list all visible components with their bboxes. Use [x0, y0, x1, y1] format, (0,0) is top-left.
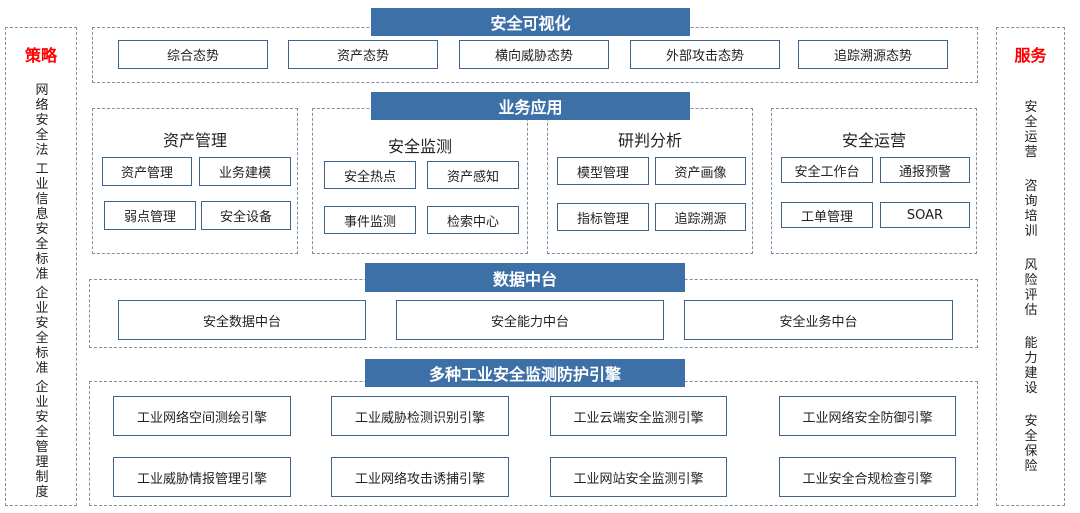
asset-item: 弱点管理 — [104, 201, 196, 230]
data-platform-item: 安全数据中台 — [118, 300, 366, 340]
operation-item: 安全工作台 — [781, 157, 873, 183]
data-platform-item: 安全能力中台 — [396, 300, 664, 340]
engine-item: 工业网络空间测绘引擎 — [113, 396, 291, 436]
engine-item: 工业云端安全监测引擎 — [550, 396, 727, 436]
analysis-item: 资产画像 — [655, 157, 746, 185]
engine-item: 工业网络攻击诱捕引擎 — [331, 457, 509, 497]
asset-item: 安全设备 — [201, 201, 291, 230]
visual-item: 资产态势 — [288, 40, 438, 69]
service-item: 风险评估 — [1024, 258, 1038, 318]
operation-item: SOAR — [880, 202, 970, 228]
monitor-item: 检索中心 — [427, 206, 519, 234]
service-sidebar: 服务 安全运营 咨询培训 风险评估 能力建设 安全保险 — [996, 27, 1065, 506]
operation-item: 通报预警 — [880, 157, 970, 183]
panel-title: 安全运营 — [841, 131, 906, 150]
panel-title: 资产管理 — [162, 131, 227, 150]
apps-header: 业务应用 — [371, 92, 690, 120]
visual-item: 外部攻击态势 — [630, 40, 780, 69]
strategy-item: 企业安全标准 — [35, 286, 49, 376]
service-item: 咨询培训 — [1024, 179, 1038, 239]
operation-item: 工单管理 — [781, 202, 873, 228]
analysis-item: 追踪溯源 — [655, 203, 746, 231]
monitor-item: 事件监测 — [324, 206, 416, 234]
service-item: 能力建设 — [1024, 336, 1038, 396]
engine-item: 工业网站安全监测引擎 — [550, 457, 727, 497]
asset-item: 资产管理 — [102, 157, 192, 186]
strategy-item: 网络安全法 — [35, 83, 49, 158]
analysis-item: 指标管理 — [557, 203, 649, 231]
visual-item: 综合态势 — [118, 40, 268, 69]
monitor-item: 资产感知 — [427, 161, 519, 189]
visual-header: 安全可视化 — [371, 8, 690, 36]
data-platform-item: 安全业务中台 — [684, 300, 953, 340]
service-title: 服务 — [1014, 46, 1047, 65]
asset-item: 业务建模 — [199, 157, 291, 186]
service-item: 安全保险 — [1024, 414, 1038, 474]
strategy-item: 工业信息安全标准 — [35, 162, 49, 282]
visual-item: 追踪溯源态势 — [798, 40, 948, 69]
visual-item: 横向威胁态势 — [459, 40, 609, 69]
engine-item: 工业威胁情报管理引擎 — [113, 457, 291, 497]
service-item: 安全运营 — [1024, 100, 1038, 160]
engine-item: 工业网络安全防御引擎 — [779, 396, 956, 436]
panel-title: 安全监测 — [387, 137, 452, 156]
strategy-item: 企业安全管理制度 — [35, 380, 49, 500]
strategy-sidebar: 策略 网络安全法 工业信息安全标准 企业安全标准 企业安全管理制度 — [5, 27, 77, 506]
engine-item: 工业安全合规检查引擎 — [779, 457, 956, 497]
engines-header: 多种工业安全监测防护引擎 — [365, 359, 685, 387]
analysis-item: 模型管理 — [557, 157, 649, 185]
data-platform-header: 数据中台 — [365, 263, 685, 292]
monitor-item: 安全热点 — [324, 161, 416, 189]
strategy-title: 策略 — [24, 46, 57, 65]
engine-item: 工业威胁检测识别引擎 — [331, 396, 509, 436]
panel-title: 研判分析 — [617, 131, 682, 150]
